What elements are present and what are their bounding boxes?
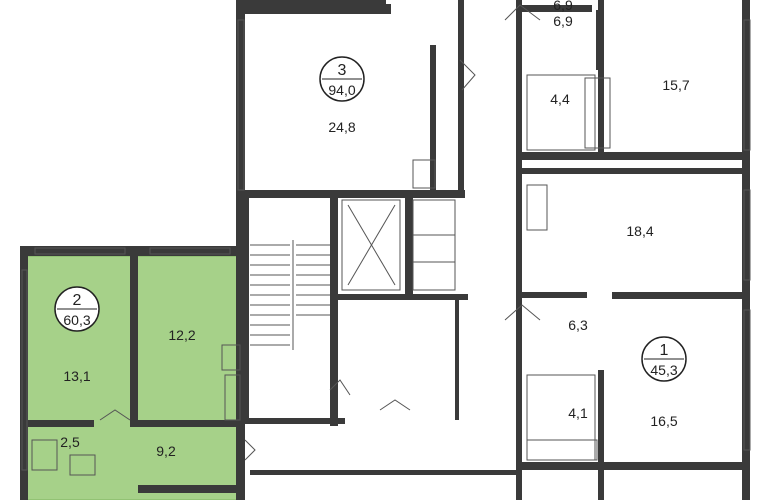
room-area-label: 16,5 <box>650 413 677 429</box>
room-area-label: 6,3 <box>568 317 588 333</box>
apartment-1-number: 1 <box>660 342 669 359</box>
room-area-label: 4,1 <box>568 405 588 421</box>
room-area-label: 15,7 <box>662 77 689 93</box>
windows <box>21 19 751 471</box>
apartment-2-number: 2 <box>73 292 82 309</box>
room-area-label: 9,2 <box>156 443 176 459</box>
staircase <box>250 240 330 350</box>
interior-lines <box>31 74 611 476</box>
room-area-label: 12,2 <box>168 327 195 343</box>
apartment-1-area: 45,3 <box>650 362 677 378</box>
apartment-1-marker[interactable]: 1 45,3 <box>641 336 687 382</box>
apartment-3-marker[interactable]: 3 94,0 <box>319 56 365 102</box>
room-area-label: 6,9 <box>553 13 573 29</box>
room-area-label: 13,1 <box>63 368 90 384</box>
apartment-3-number: 3 <box>338 62 347 79</box>
apartment-2-area: 60,3 <box>63 312 90 328</box>
room-area-label: 18,4 <box>626 223 653 239</box>
apartment-3-area: 94,0 <box>328 82 355 98</box>
room-area-label: 4,4 <box>550 91 570 107</box>
apartment-2-marker[interactable]: 2 60,3 <box>54 286 100 332</box>
room-area-label: 2,5 <box>60 434 80 450</box>
room-area-label: 6,9 <box>553 0 573 13</box>
room-area-label: 24,8 <box>328 119 355 135</box>
doors <box>99 4 541 461</box>
